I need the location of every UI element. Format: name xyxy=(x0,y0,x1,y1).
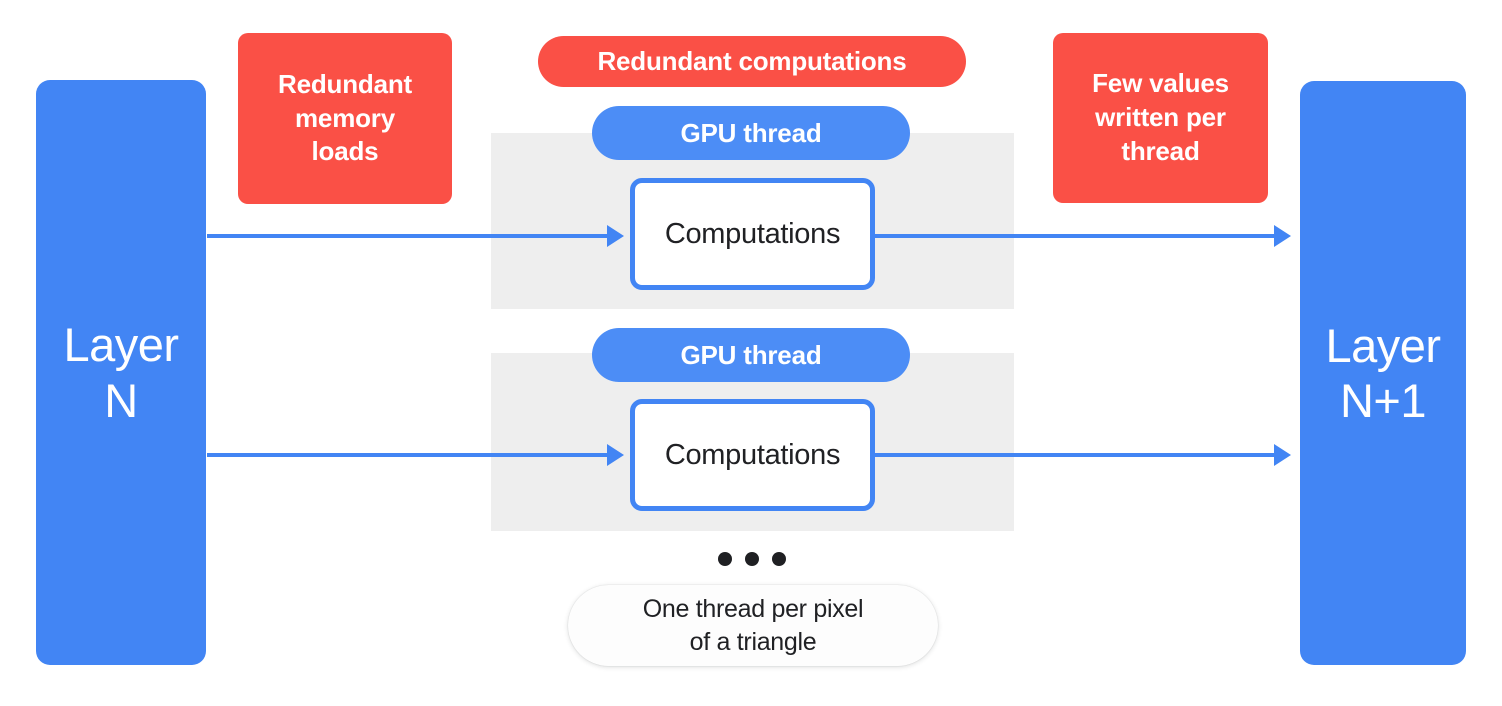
callout-redundant-computations: Redundant computations xyxy=(538,36,966,87)
flow-line-input-to-thread-2 xyxy=(207,453,607,457)
layer-n-block: Layer N xyxy=(36,80,206,665)
flow-line-input-to-thread-1 xyxy=(207,234,607,238)
more-threads-ellipsis-icon xyxy=(718,551,786,567)
ellipsis-dot xyxy=(718,552,732,566)
arrow-head-into-output-2 xyxy=(1274,444,1291,466)
ellipsis-dot xyxy=(745,552,759,566)
flow-line-thread-1-to-output xyxy=(875,234,1274,238)
thread-per-pixel-note: One thread per pixel of a triangle xyxy=(568,585,938,666)
ellipsis-dot xyxy=(772,552,786,566)
layer-n-plus-1-block: Layer N+1 xyxy=(1300,81,1466,665)
callout-redundant-memory-loads: Redundant memory loads xyxy=(238,33,452,204)
computations-box-1: Computations xyxy=(630,178,875,290)
arrow-head-into-thread-1 xyxy=(607,225,624,247)
arrow-head-into-thread-2 xyxy=(607,444,624,466)
flow-line-thread-2-to-output xyxy=(875,453,1274,457)
callout-few-values-written-per-thread: Few values written per thread xyxy=(1053,33,1268,203)
gpu-thread-label-2: GPU thread xyxy=(592,328,910,382)
gpu-thread-label-1: GPU thread xyxy=(592,106,910,160)
computations-box-2: Computations xyxy=(630,399,875,511)
arrow-head-into-output-1 xyxy=(1274,225,1291,247)
